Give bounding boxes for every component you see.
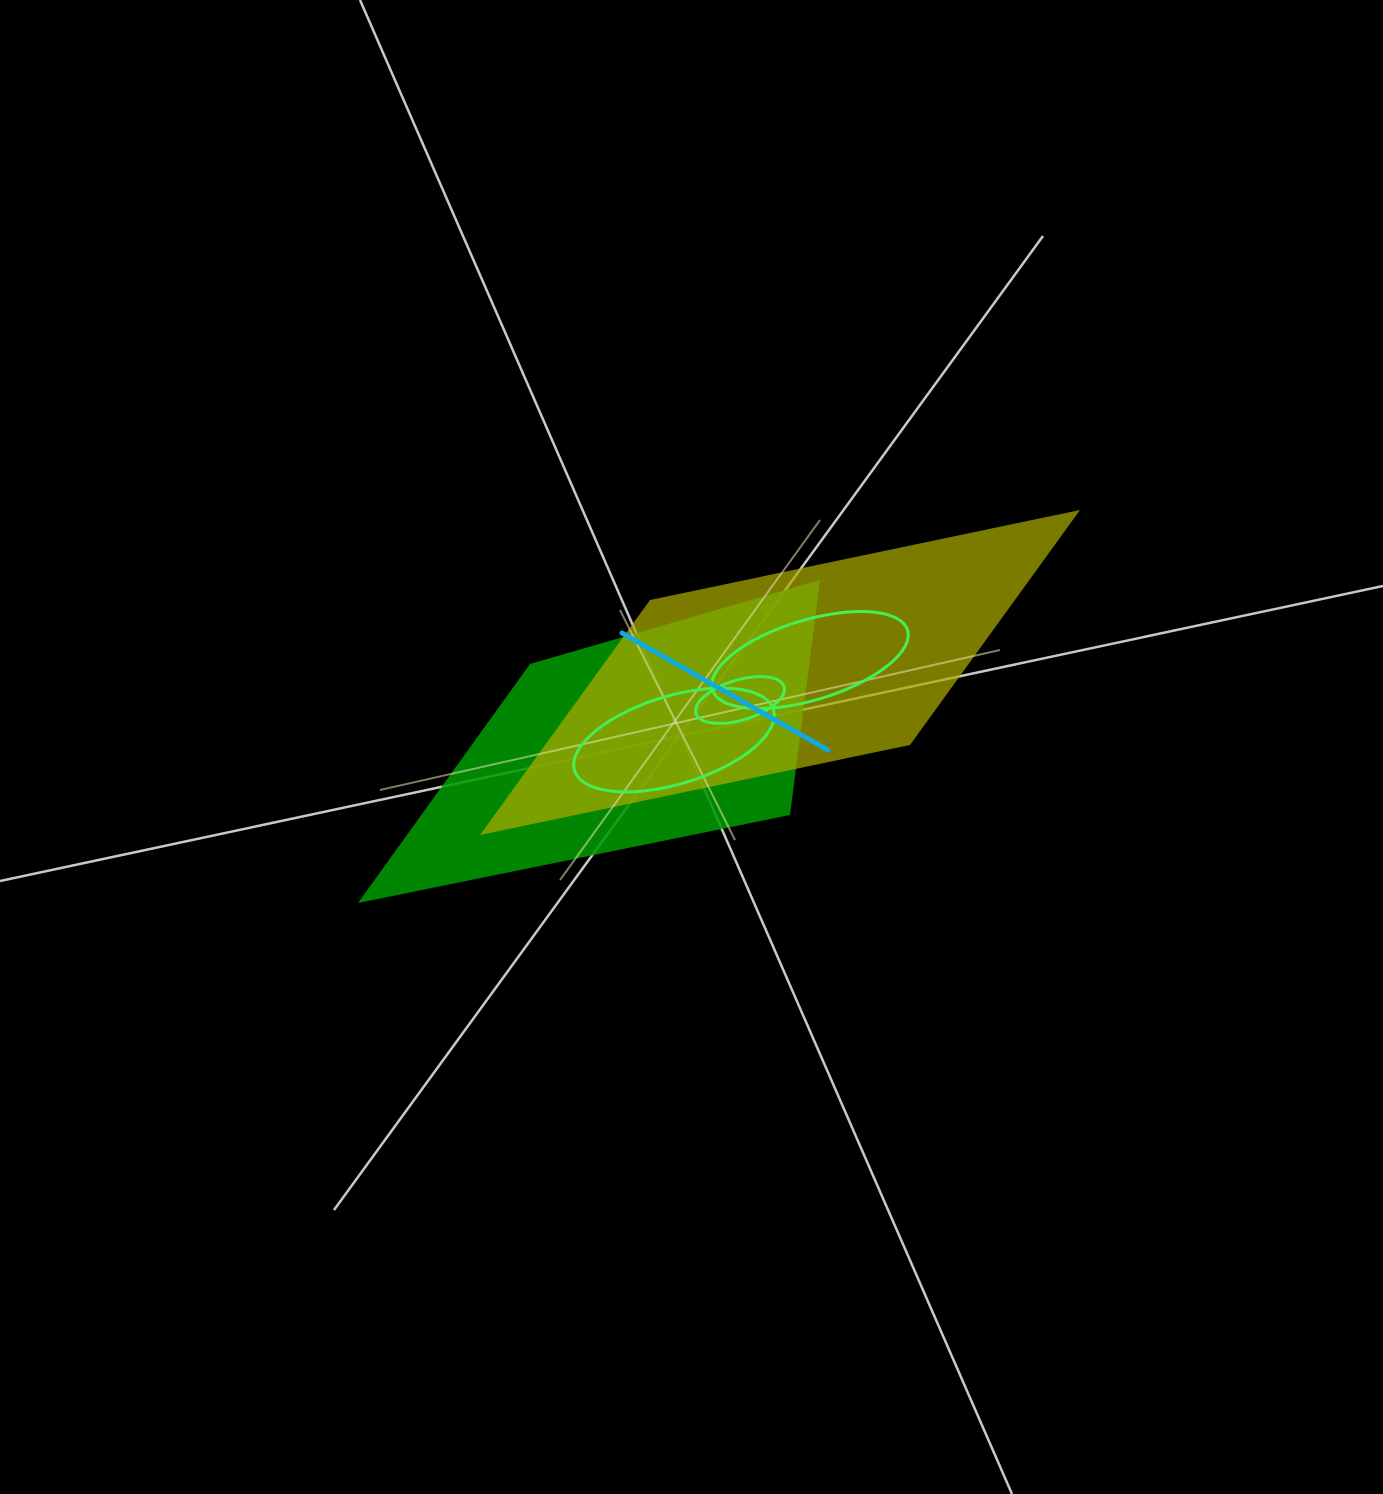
curve-large-left [572, 686, 776, 794]
plane-yellow [480, 510, 1080, 835]
intersection-line [619, 630, 831, 753]
axes-overlay [379, 519, 1001, 881]
curves [572, 609, 910, 794]
curve-small-center [694, 675, 786, 725]
